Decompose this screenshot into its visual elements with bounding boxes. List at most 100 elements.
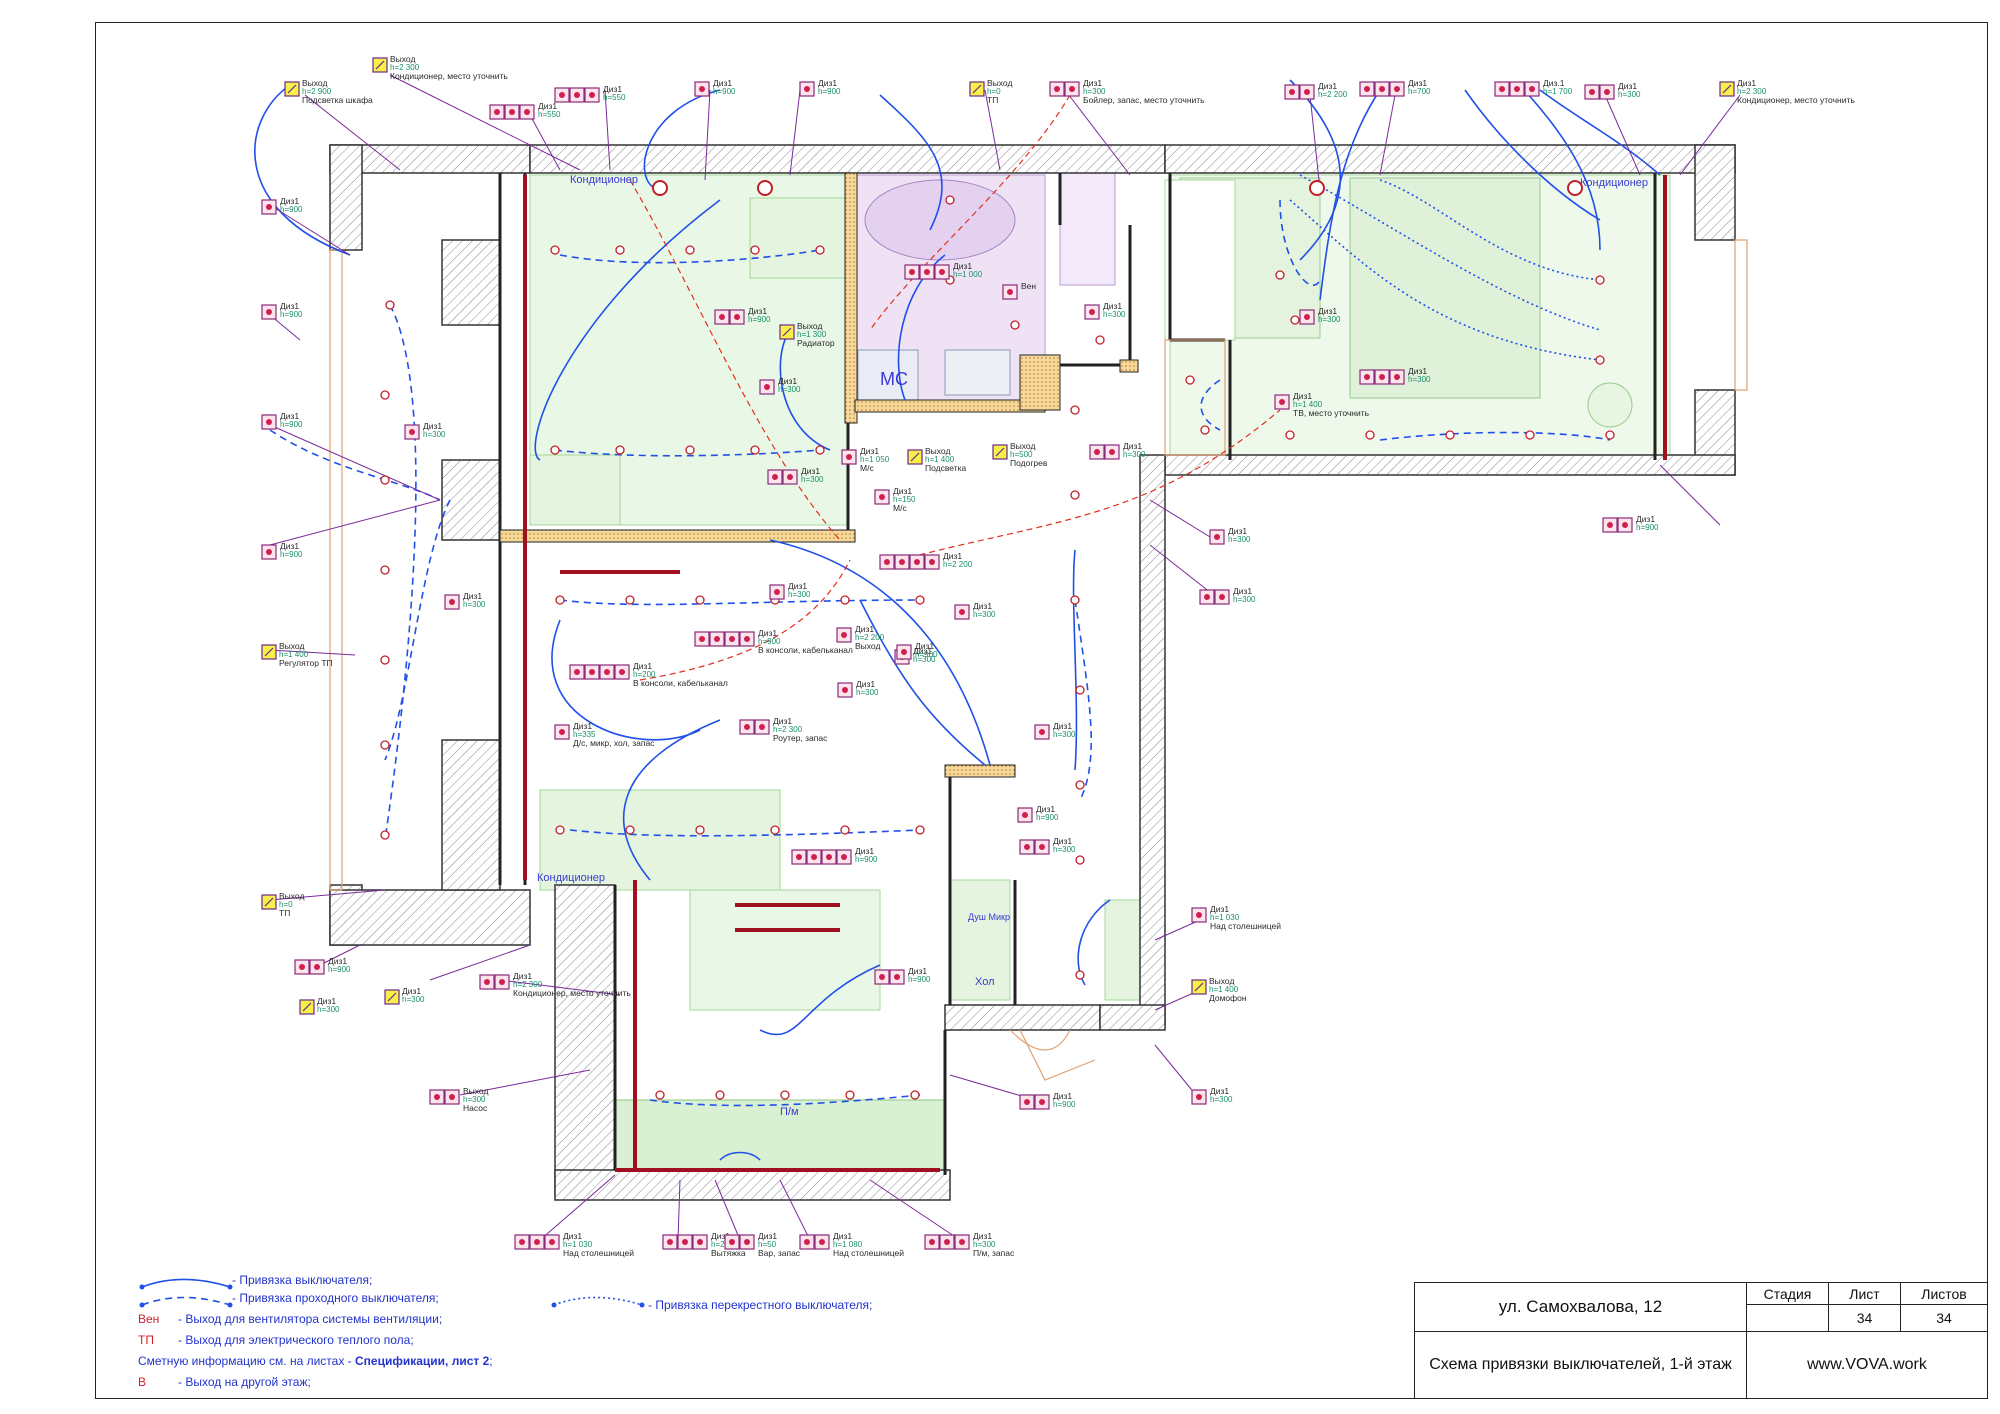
tag-height: h=900 — [280, 550, 303, 559]
tag-height: h=50 — [758, 1240, 777, 1249]
tag-note: В консоли, кабельканал — [633, 678, 728, 688]
room-labels: Кондиционер Кондиционер Кондиционер МС Х… — [537, 174, 1648, 1118]
tag-title: Диз1 — [943, 551, 962, 561]
tag-height: h=300 — [801, 475, 824, 484]
tag-title: Диз1 — [973, 601, 992, 611]
tag-height: h=1 000 — [953, 270, 983, 279]
tag-height: h=900 — [280, 205, 303, 214]
legend-estimate-end: ; — [489, 1354, 493, 1368]
ac-label-living: Кондиционер — [537, 872, 605, 884]
tag-height: h=1 030 — [1210, 913, 1240, 922]
tag-note: Вытяжка — [711, 1248, 746, 1258]
light-fixtures — [380, 195, 1615, 1100]
stage-value — [1747, 1305, 1829, 1332]
tag-height: h=900 — [818, 87, 841, 96]
tag-height: h=300 — [1083, 87, 1106, 96]
cross-switch-links — [1289, 174, 1601, 361]
tag-height: h=0 — [987, 87, 1001, 96]
tag-title: Диз1 — [818, 78, 837, 88]
tag-title: Диз1 — [1053, 1091, 1072, 1101]
tag-height: h=550 — [603, 93, 626, 102]
tag-title: Выход — [390, 54, 415, 64]
tag-note: Кондиционер, место уточнить — [513, 988, 631, 998]
tag-height: h=900 — [713, 87, 736, 96]
pass-switch-links — [269, 199, 1611, 1107]
tag-note: Над столешницей — [1210, 921, 1281, 931]
tag-title: Диз1 — [328, 956, 347, 966]
legend-ven-text: - Выход для вентилятора системы вентиляц… — [178, 1312, 443, 1326]
tag-height: h=900 — [280, 420, 303, 429]
tag-height: h=300 — [788, 590, 811, 599]
tag-title: Диз1 — [538, 101, 557, 111]
tag-height: h=300 — [1618, 90, 1641, 99]
tag-title: Выход — [279, 891, 304, 901]
walls — [329, 144, 1736, 1201]
dotted-partitions — [499, 172, 1139, 778]
tag-height: h=1 050 — [860, 455, 890, 464]
tag-height: h=150 — [893, 495, 916, 504]
tag-title: Диз1 — [913, 646, 932, 656]
tag-title: Выход — [925, 446, 950, 456]
tag-title: Диз1 — [1053, 836, 1072, 846]
tag-title: Диз1 — [1618, 81, 1637, 91]
tag-title: Диз1 — [280, 196, 299, 206]
tag-height: h=900 — [855, 855, 878, 864]
switch-links — [254, 79, 1661, 1161]
tag-title: Диз1 — [856, 679, 875, 689]
tag-height: h=1 030 — [563, 1240, 593, 1249]
tag-height: h=300 — [1053, 730, 1076, 739]
tag-title: Диз1 — [1293, 391, 1312, 401]
tag-height: h=2 300 — [1737, 87, 1767, 96]
tag-height: h=300 — [856, 688, 879, 697]
tag-title: Диз1 — [1103, 301, 1122, 311]
tag-note: П/м, запас — [973, 1248, 1015, 1258]
tag-note: Радиатор — [797, 338, 835, 348]
tag-title: Диз1 — [1636, 514, 1655, 524]
tag-height: h=335 — [573, 730, 596, 739]
tag-note: В консоли, кабельканал — [758, 645, 853, 655]
dishwasher-label: П/м — [780, 1106, 799, 1118]
tag-height: h=300 — [317, 1005, 340, 1014]
tag-title: Диз1 — [855, 846, 874, 856]
tag-title: Диз1 — [1318, 81, 1337, 91]
tag-height: h=2 200 — [1318, 90, 1348, 99]
tag-height: h=900 — [328, 965, 351, 974]
tag-note: Подсветка шкафа — [302, 95, 373, 105]
tag-height: h=2 300 — [773, 725, 803, 734]
sheets-total: 34 — [1901, 1305, 1987, 1332]
legend-switch-link: - Привязка выключателя; — [232, 1273, 373, 1287]
col-sheet: Лист — [1829, 1283, 1901, 1305]
legend-estimate-bold: Спецификации, лист 2 — [355, 1354, 490, 1368]
tag-height: h=900 — [1036, 813, 1059, 822]
tag-height: h=900 — [748, 315, 771, 324]
tag-title: Диз1 — [1408, 366, 1427, 376]
